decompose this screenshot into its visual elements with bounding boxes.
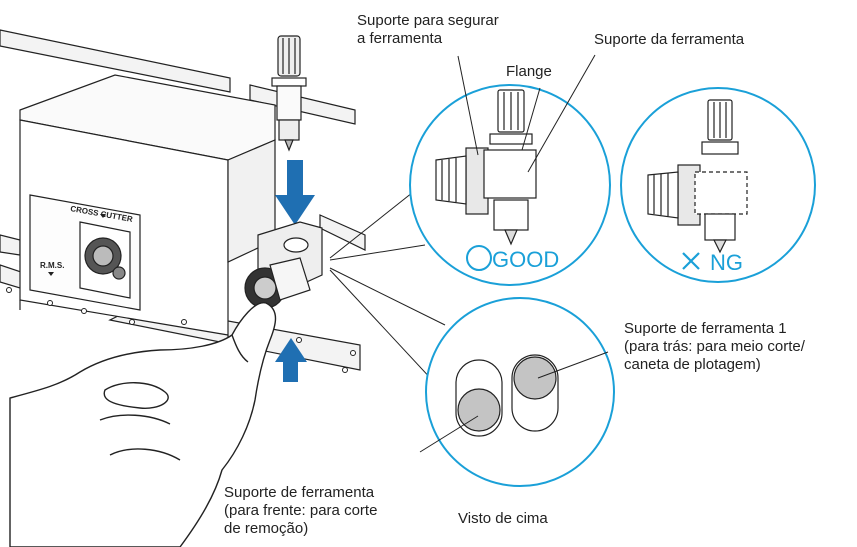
top-view-circle: [425, 297, 615, 487]
rear-holder-position: [513, 356, 557, 400]
front-holder-position: [457, 388, 501, 432]
holder-hold-label: Suporte para segurar a ferramenta: [357, 12, 499, 47]
holder2-label: Suporte de ferramenta (para frente: para…: [224, 484, 378, 537]
ng-detail-circle: NG: [620, 87, 816, 283]
rms-label: R.M.S.: [40, 261, 64, 270]
screws: [6, 287, 356, 373]
holder1-label: Suporte de ferramenta 1 (para trás: para…: [624, 320, 805, 373]
ng-label: NG: [710, 250, 743, 275]
good-mark-icon: [466, 245, 492, 271]
cutter-tool: [271, 35, 307, 152]
good-detail-circle: GOOD: [409, 84, 611, 286]
lift-arrow-icon: [275, 338, 307, 382]
hand-illustration: [9, 302, 277, 547]
annotation-leaders: [419, 54, 609, 453]
tool-holder-label: Suporte da ferramenta: [594, 31, 745, 48]
push-arrow-icon: [275, 160, 315, 225]
good-label: GOOD: [492, 247, 559, 272]
top-view-label: Visto de cima: [458, 510, 548, 527]
flange-label: Flange: [506, 63, 552, 80]
tool-holder: [244, 221, 323, 309]
cross-cutter-knob: [84, 237, 126, 280]
ng-mark-icon: [682, 252, 700, 270]
